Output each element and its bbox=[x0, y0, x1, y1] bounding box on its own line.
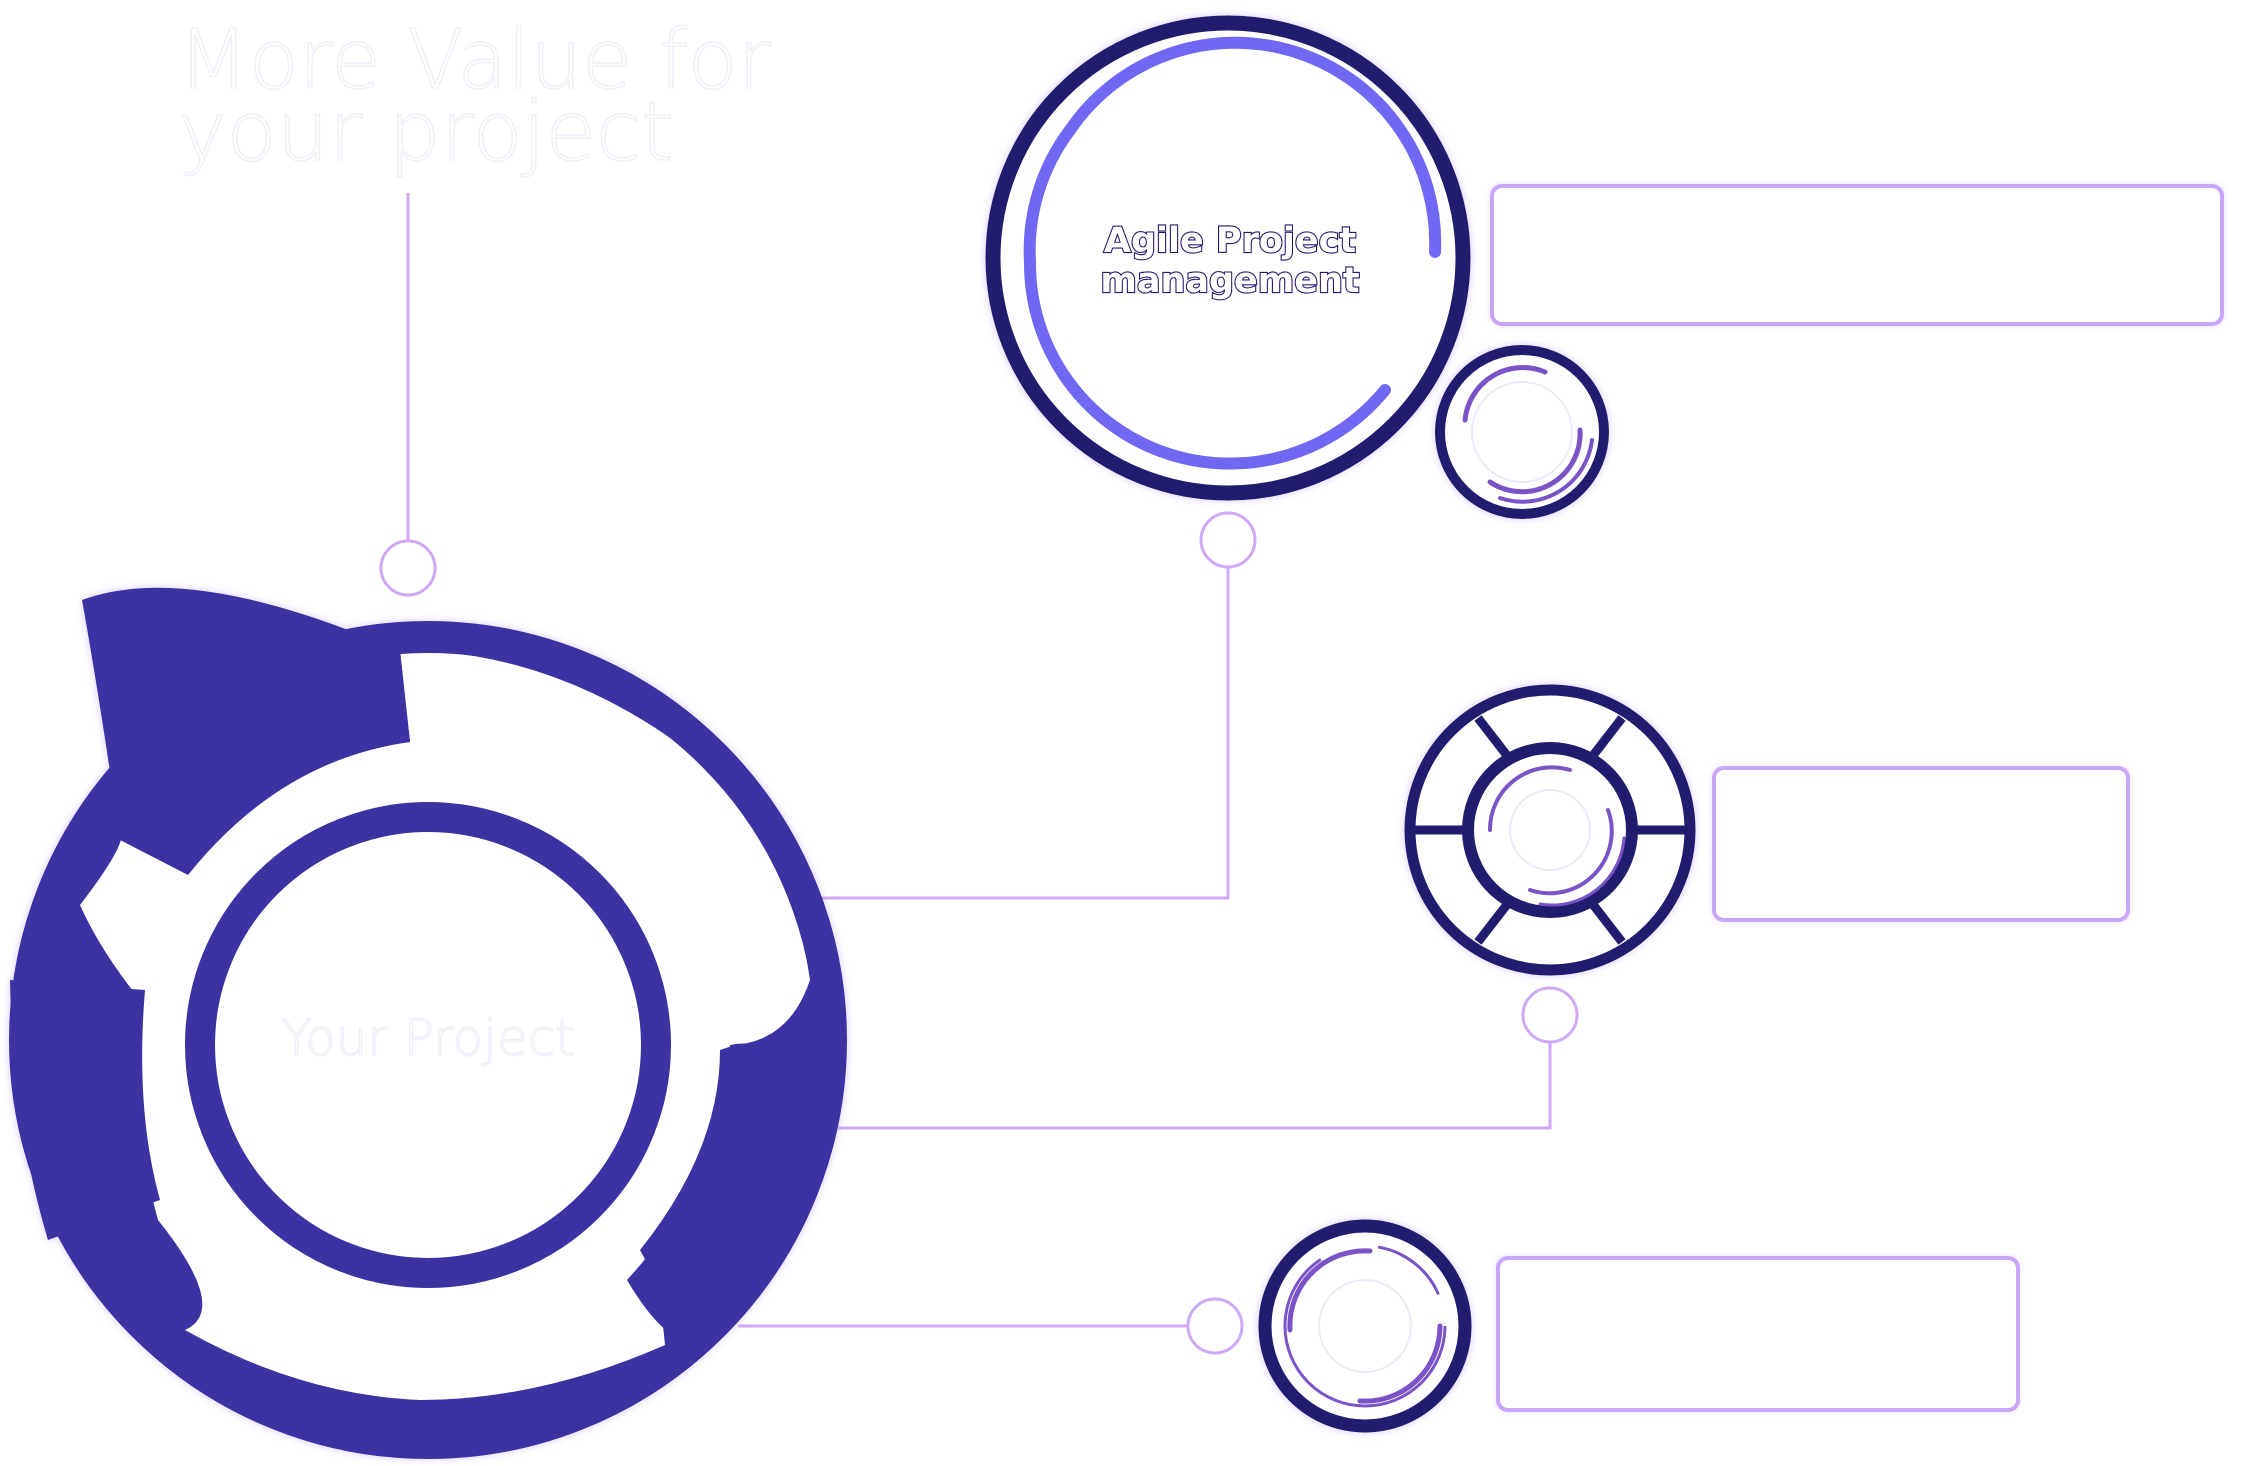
agile-badge-icon bbox=[1471, 381, 1573, 483]
hub-outer-rim bbox=[9, 621, 847, 1459]
hub-inner-ring bbox=[185, 802, 671, 1288]
agile-info-card bbox=[1490, 184, 2224, 326]
hub-segment-right bbox=[627, 1043, 813, 1345]
bottom-node-dot bbox=[1186, 1297, 1244, 1355]
agile-node-dot bbox=[1199, 511, 1257, 569]
bottom-inner-arc-1 bbox=[1357, 1323, 1443, 1404]
middle-inner-arc-3 bbox=[1538, 836, 1626, 907]
agile-progress-arc-top bbox=[1064, 36, 1442, 258]
connector-agile bbox=[818, 563, 1230, 900]
bottom-node-icon bbox=[1318, 1279, 1412, 1373]
agile-label-line-1: Agile Project bbox=[1104, 221, 1356, 261]
agile-label-line-2: management bbox=[1100, 261, 1359, 301]
middle-node bbox=[1404, 684, 1696, 976]
agile-outer-ring bbox=[985, 15, 1471, 501]
middle-inner-arc-1 bbox=[1528, 808, 1614, 896]
middle-info-card bbox=[1712, 766, 2130, 922]
agile-badge-arc-2 bbox=[1462, 365, 1548, 423]
headline-line-2: your project bbox=[178, 85, 673, 180]
connector-middle-node bbox=[838, 1038, 1552, 1130]
hub-label: Your Project bbox=[281, 1009, 575, 1067]
bottom-inner-arc-2 bbox=[1287, 1248, 1373, 1333]
headline-line-1: More Value for bbox=[178, 13, 772, 108]
headline-node-dot bbox=[379, 539, 437, 597]
connectors bbox=[406, 193, 1552, 1328]
bottom-node bbox=[1258, 1219, 1472, 1433]
agile-progress-arc-bottom bbox=[1023, 256, 1391, 470]
bottom-inner-ring bbox=[1283, 1244, 1447, 1408]
middle-node-icon bbox=[1509, 789, 1591, 871]
agile-badge-arc-3 bbox=[1498, 438, 1594, 504]
project-hub: Your Project bbox=[9, 587, 847, 1459]
agile-node: Agile Project management bbox=[985, 15, 1471, 501]
middle-inner-arc-2 bbox=[1487, 765, 1572, 832]
middle-node-dot bbox=[1521, 986, 1579, 1044]
agile-progress-arc-left bbox=[1023, 124, 1076, 268]
bottom-info-card bbox=[1496, 1256, 2020, 1412]
agile-badge-arc-1 bbox=[1487, 427, 1583, 495]
agile-badge bbox=[1435, 345, 1609, 519]
